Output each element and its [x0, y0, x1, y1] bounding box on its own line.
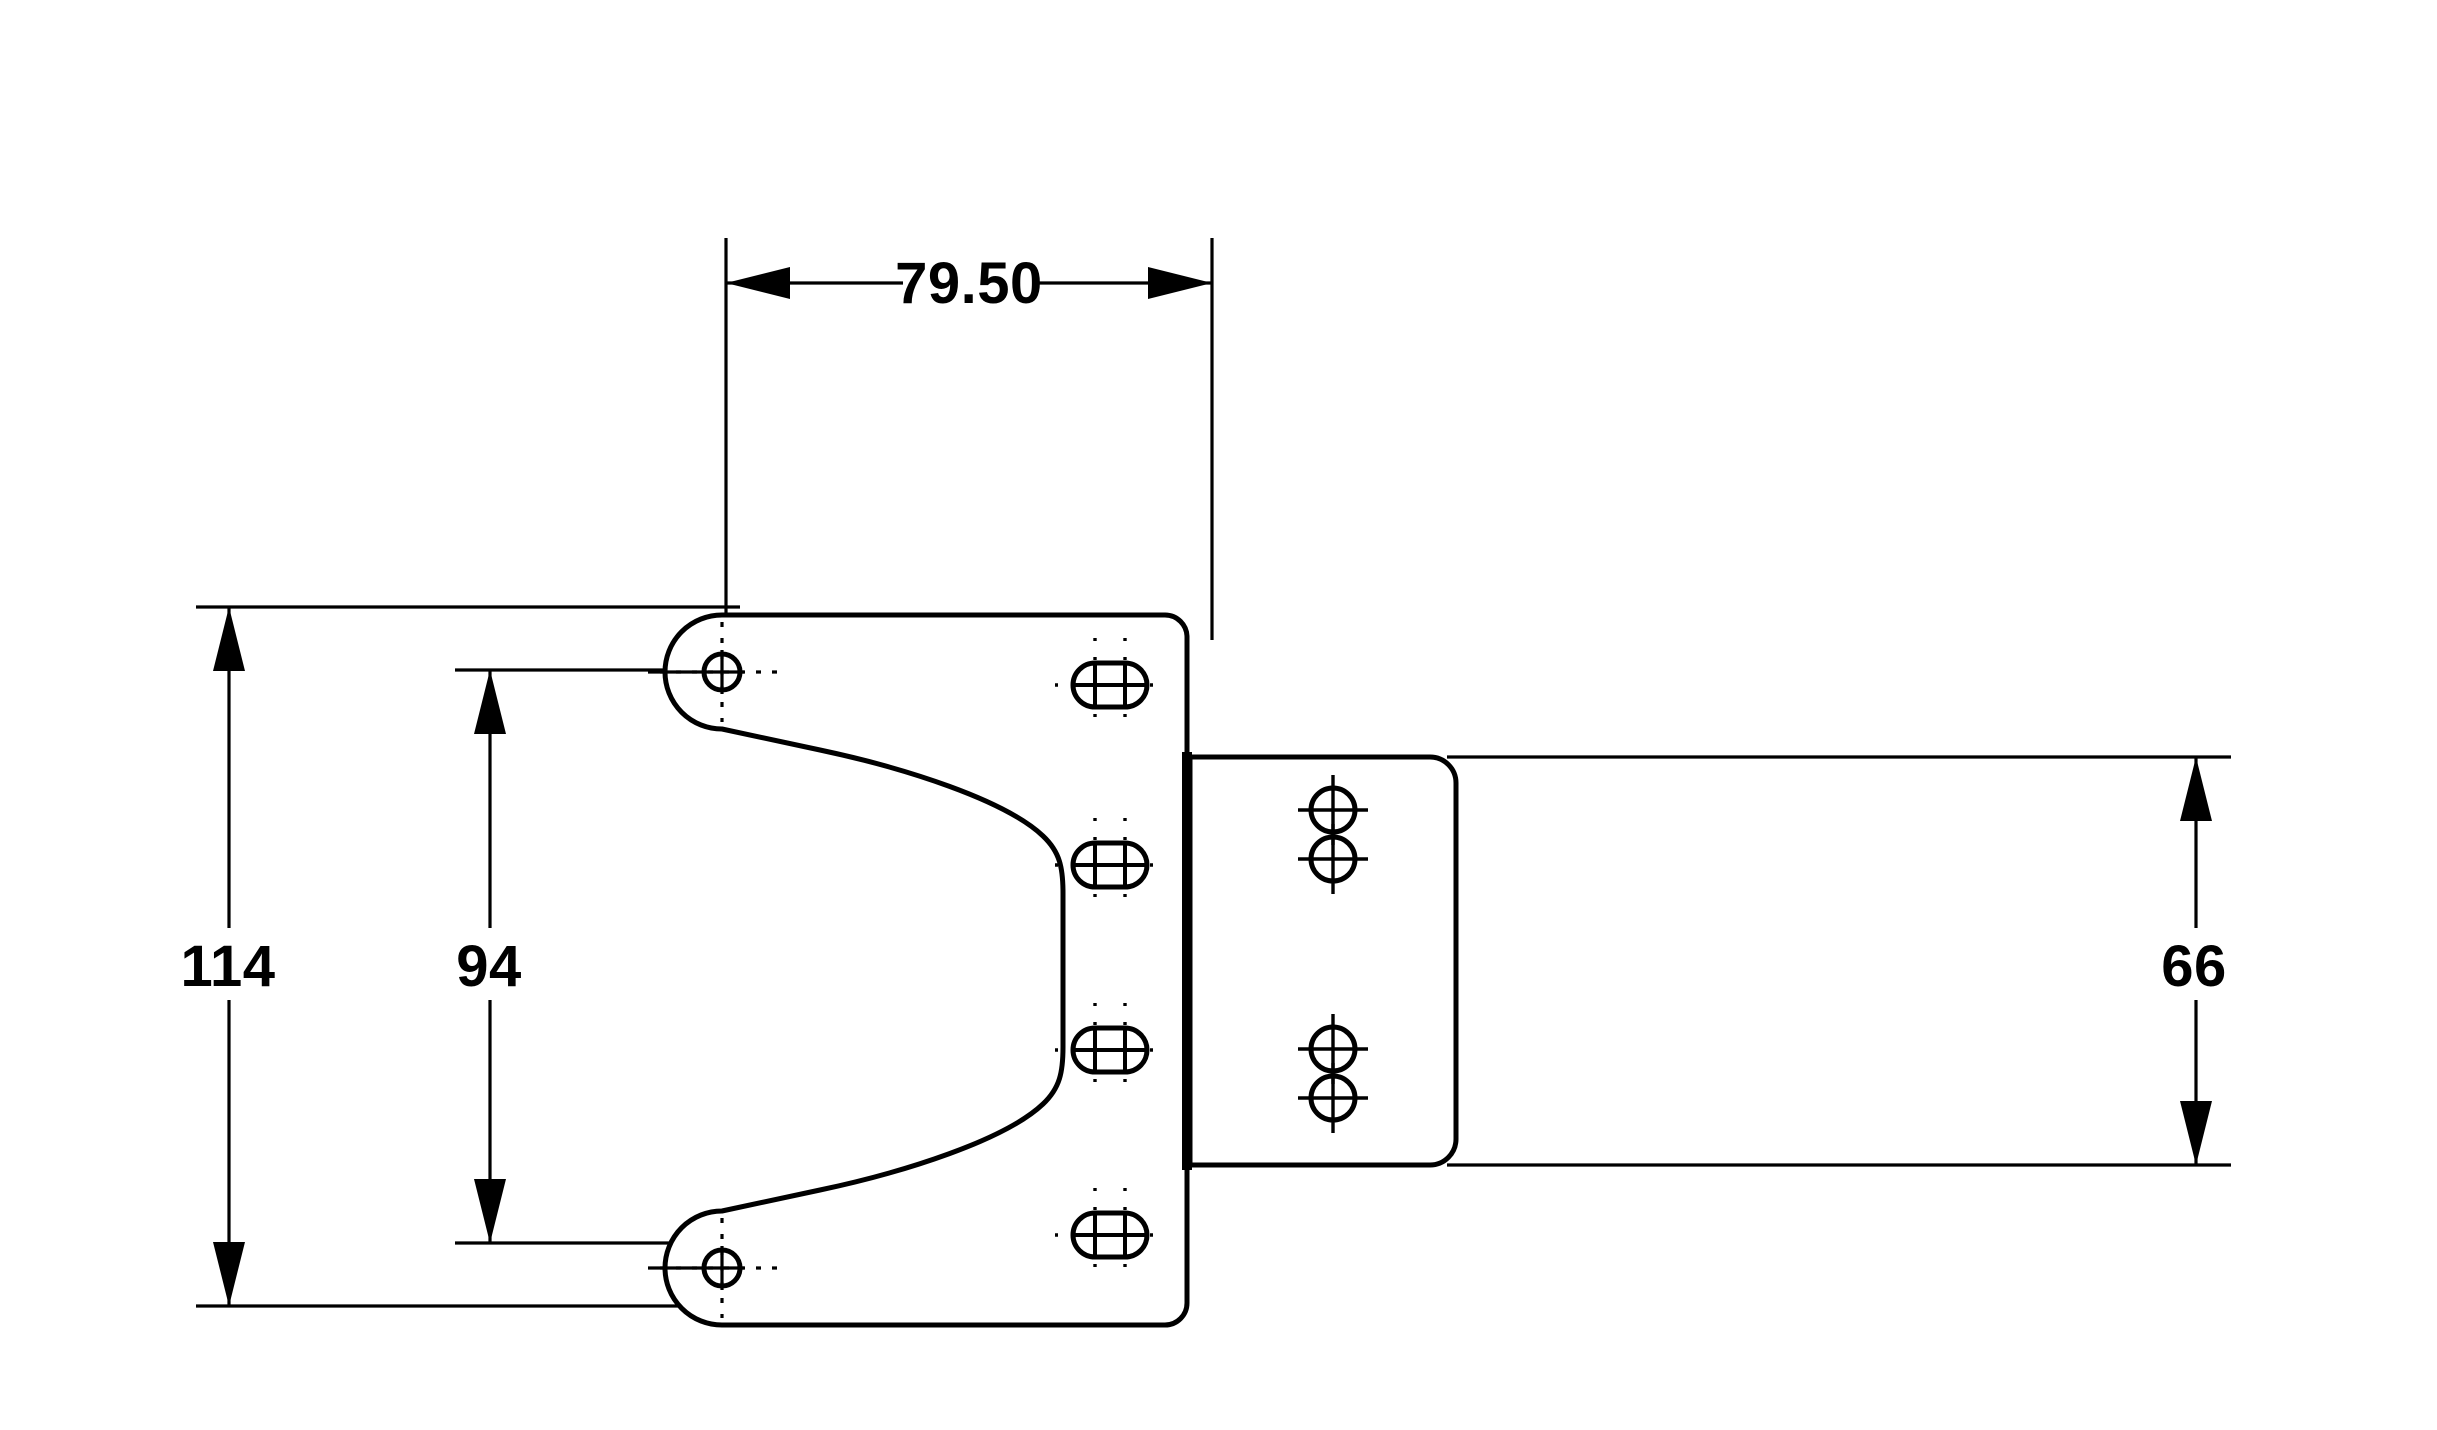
main-plate-outline [662, 612, 1190, 1328]
main-plate-obround-slots [1055, 638, 1168, 1282]
arm-hole-upper-2 [1298, 824, 1368, 894]
slot-centerline-dots [1055, 1188, 1168, 1282]
main-plate-round-holes [648, 622, 784, 1318]
arrowhead-bottom [2180, 1101, 2212, 1165]
dimension-label-94: 94 [456, 934, 522, 999]
part-right-extension-arm [1187, 754, 1459, 1168]
part-main-bracket-plate [662, 612, 1192, 1328]
round-hole-upper [648, 622, 784, 722]
arrowhead-bottom [213, 1242, 245, 1306]
dimension-height-66-arrowheads [2180, 757, 2212, 1165]
dimension-height-114-arrowheads [213, 607, 245, 1306]
arrowhead-top [2180, 757, 2212, 821]
hole-centermark [1298, 1063, 1368, 1133]
slot-centerline-dots [1055, 1003, 1168, 1097]
arm-hole-lower-2 [1298, 1063, 1368, 1133]
arrowhead-right [1148, 267, 1212, 299]
dimension-label-114: 114 [180, 934, 275, 999]
arrowhead-bottom [474, 1179, 506, 1243]
hole-centermark [1298, 824, 1368, 894]
extension-arm-round-holes [1298, 775, 1368, 1133]
slot-centerline-dots [1055, 818, 1168, 912]
dimension-label-width: 79.50 [895, 251, 1043, 316]
arrowhead-top [213, 607, 245, 671]
arrowhead-left [726, 267, 790, 299]
extension-arm-outline [1187, 754, 1459, 1168]
obround-slot-4 [1055, 1188, 1168, 1282]
round-hole-lower [648, 1218, 784, 1318]
slot-centerline-dots [1055, 638, 1168, 732]
dimension-width-arrowheads [726, 267, 1212, 299]
obround-slot-3 [1055, 1003, 1168, 1097]
obround-slot-1 [1055, 638, 1168, 732]
arrowhead-top [474, 670, 506, 734]
dimension-label-66: 66 [2161, 934, 2227, 999]
dimension-height-94-arrowheads [474, 670, 506, 1243]
obround-slot-2 [1055, 818, 1168, 912]
